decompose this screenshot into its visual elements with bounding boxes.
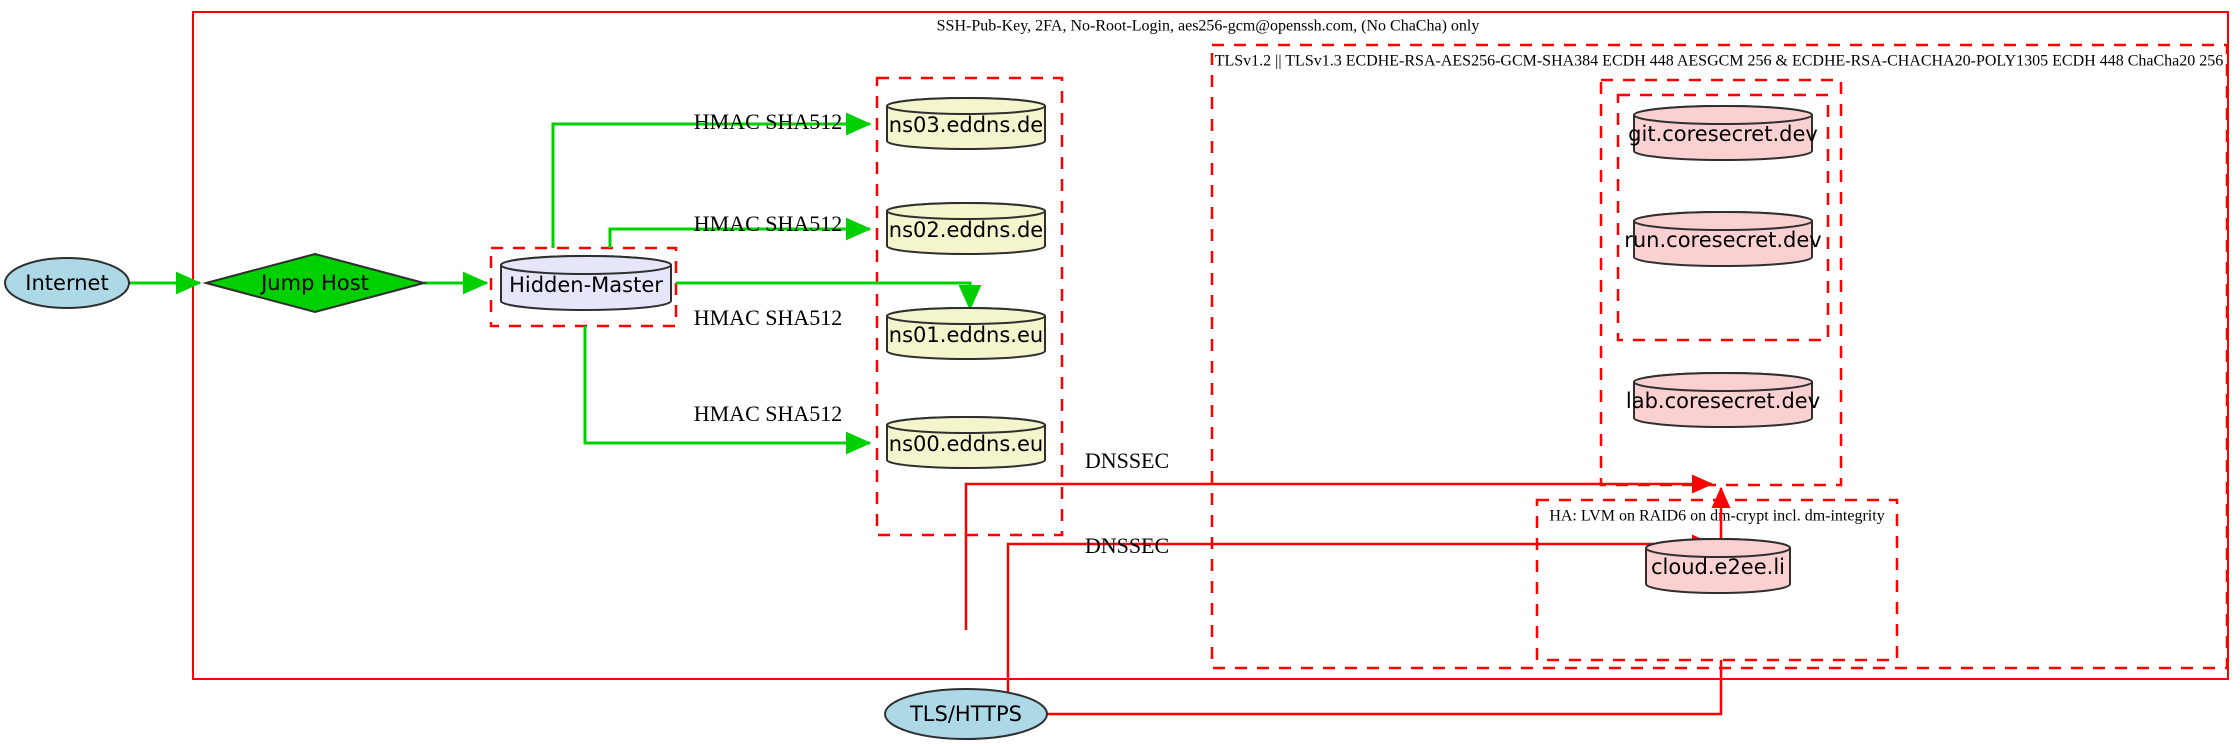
node-lab-coresecret[interactable]: lab.coresecret.dev (1626, 372, 1820, 428)
tls-cluster-boundary (1210, 43, 2229, 670)
jumphost-diamond (202, 252, 428, 314)
node-lab-coresecret-label: lab.coresecret.dev (1626, 389, 1820, 413)
tls-https-ellipse (884, 688, 1048, 740)
cloud-e2ee-cylinder (1645, 538, 1791, 594)
node-ns01-label: ns01.eddns.eu (889, 323, 1043, 347)
edge-dnssec-lower (1006, 534, 1714, 714)
node-run-coresecret-label: run.coresecret.dev (1624, 228, 1822, 252)
ns01-cylinder (886, 307, 1046, 360)
run-coresecret-cylinder (1633, 211, 1813, 267)
edge-label-dnssec-lower: DNSSEC (1085, 533, 1169, 558)
node-git-coresecret[interactable]: git.coresecret.dev (1628, 105, 1818, 161)
dns-cluster-boundary (875, 76, 1064, 537)
node-ns03[interactable]: ns03.eddns.de (886, 97, 1046, 150)
coresecret-inner-cluster-boundary (1616, 93, 1830, 342)
hidden-master-cylinder (500, 255, 672, 311)
edge-tlshttps-to-tls-zone (1047, 660, 1723, 716)
node-ns01[interactable]: ns01.eddns.eu (886, 307, 1046, 360)
node-git-coresecret-label: git.coresecret.dev (1628, 122, 1818, 146)
node-jumphost[interactable]: Jump Host (202, 252, 428, 314)
ha-cluster-label: HA: LVM on RAID6 on dm-crypt incl. dm-in… (1549, 508, 1884, 525)
node-ns03-label: ns03.eddns.de (889, 113, 1043, 137)
edge-dnssec-upper (964, 474, 1714, 630)
node-tls-https[interactable]: TLS/HTTPS (884, 688, 1048, 740)
edge-label-hmac-ns02: HMAC SHA512 (694, 211, 843, 236)
node-cloud-e2ee[interactable]: cloud.e2ee.li (1645, 538, 1791, 594)
node-jumphost-label: Jump Host (259, 271, 369, 295)
edge-label-hmac-ns03: HMAC SHA512 (694, 109, 843, 134)
edge-hidden-master-to-ns00 (583, 326, 872, 455)
ssh-zone-label: SSH-Pub-Key, 2FA, No-Root-Login, aes256-… (937, 18, 1480, 35)
lab-coresecret-cylinder (1633, 372, 1813, 428)
ns02-cylinder (886, 202, 1046, 255)
edge-label-hmac-ns00: HMAC SHA512 (694, 401, 843, 426)
node-run-coresecret[interactable]: run.coresecret.dev (1624, 211, 1822, 267)
ns03-cylinder (886, 97, 1046, 150)
node-hidden-master[interactable]: Hidden-Master (500, 255, 672, 311)
node-tls-https-label: TLS/HTTPS (909, 702, 1022, 726)
node-ns02[interactable]: ns02.eddns.de (886, 202, 1046, 255)
node-internet-label: Internet (25, 271, 108, 295)
edge-hidden-master-to-ns03 (551, 112, 872, 248)
ns00-cylinder (886, 416, 1046, 469)
internet-ellipse (4, 257, 130, 309)
node-cloud-e2ee-label: cloud.e2ee.li (1651, 555, 1785, 579)
edge-hidden-master-to-ns01 (676, 281, 982, 311)
node-ns02-label: ns02.eddns.de (889, 218, 1043, 242)
ssh-zone-boundary (192, 11, 2229, 680)
node-ns00[interactable]: ns00.eddns.eu (886, 416, 1046, 469)
edge-hidden-master-to-ns02 (608, 217, 872, 248)
node-hidden-master-label: Hidden-Master (509, 273, 663, 297)
edge-label-hmac-ns01: HMAC SHA512 (694, 305, 843, 330)
node-ns00-label: ns00.eddns.eu (889, 432, 1043, 456)
tls-cluster-label: TLSv1.2 || TLSv1.3 ECDHE-RSA-AES256-GCM-… (1215, 53, 2224, 70)
node-internet[interactable]: Internet (4, 257, 130, 309)
git-coresecret-cylinder (1633, 105, 1813, 161)
edge-label-dnssec-upper: DNSSEC (1085, 448, 1169, 473)
coresecret-outer-cluster-boundary (1599, 78, 1843, 487)
